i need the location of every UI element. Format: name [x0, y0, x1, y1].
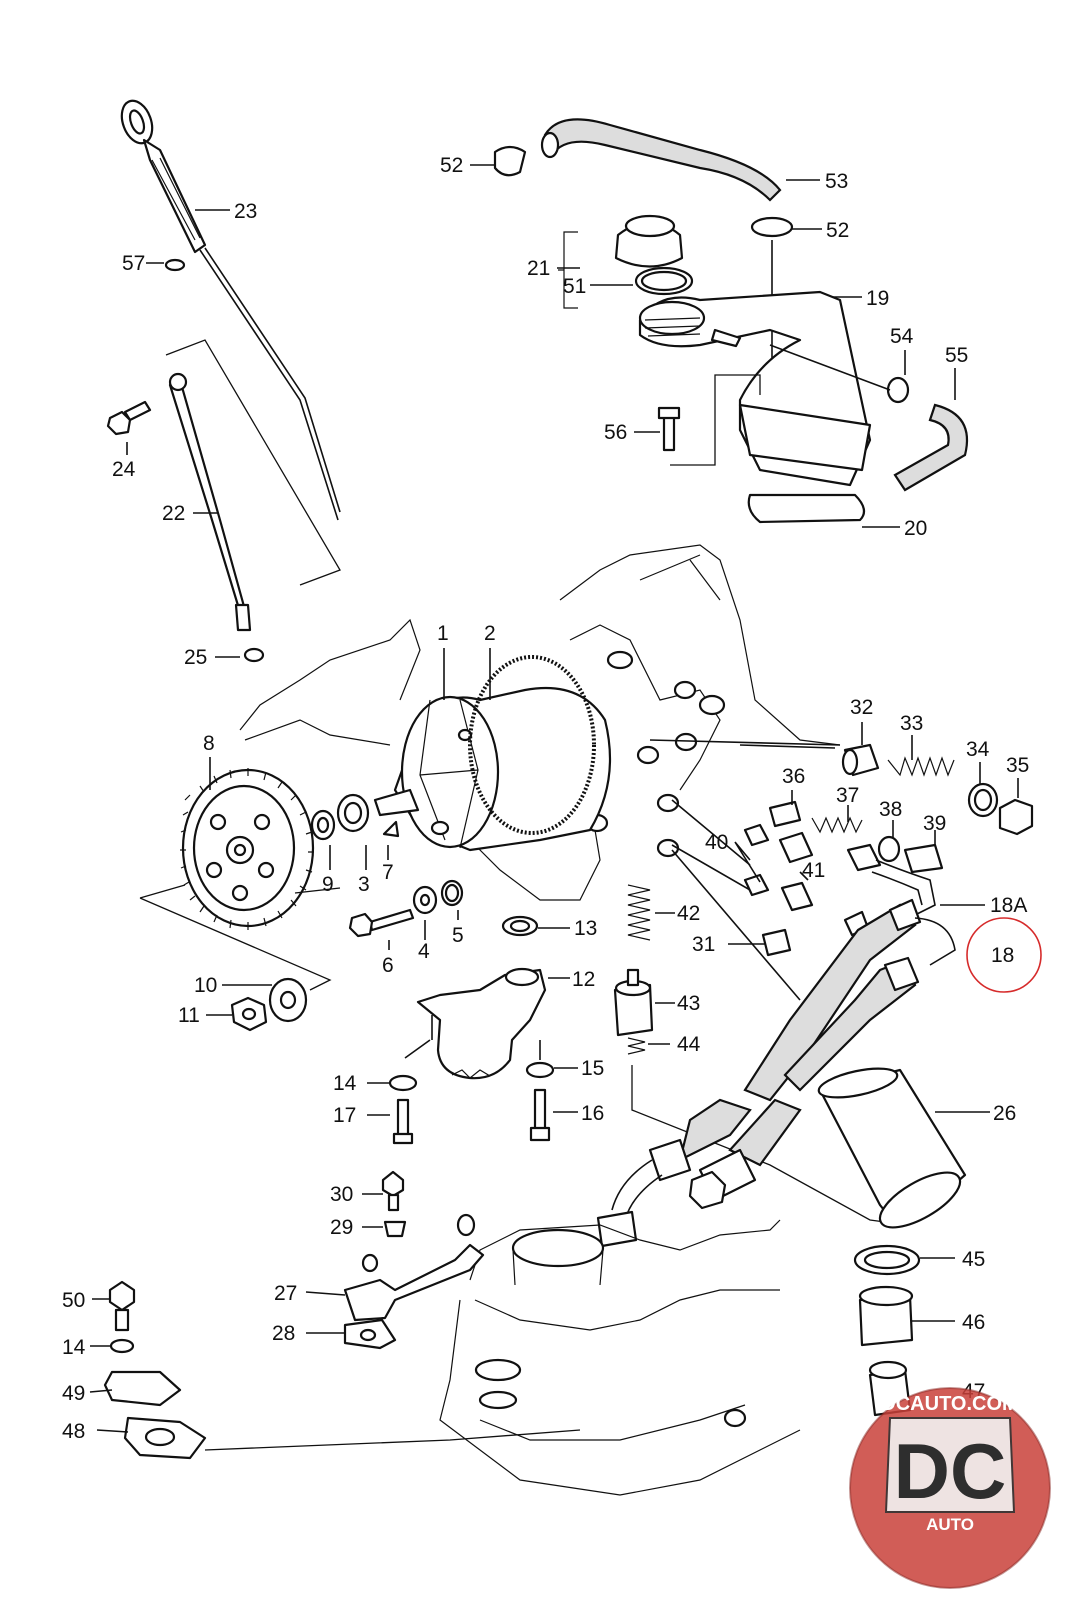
part-label-28[interactable]: 28 [272, 1322, 295, 1345]
part-label-20[interactable]: 20 [904, 517, 927, 540]
watermark-site: DCAUTO.COM [881, 1393, 1018, 1415]
part-label-1[interactable]: 1 [437, 622, 449, 645]
part-label-53[interactable]: 53 [825, 170, 848, 193]
part-label-13[interactable]: 13 [574, 917, 597, 940]
part-label-22[interactable]: 22 [162, 502, 185, 525]
watermark-sub: AUTO [926, 1515, 974, 1534]
part-label-38[interactable]: 38 [879, 798, 902, 821]
part-label-39[interactable]: 39 [923, 812, 946, 835]
part-label-8[interactable]: 8 [203, 732, 215, 755]
part-label-9[interactable]: 9 [322, 873, 334, 896]
watermark-logo: DC [894, 1427, 1007, 1515]
part-label-52-right[interactable]: 52 [826, 219, 849, 242]
oil-filler-assembly [493, 118, 969, 524]
part-label-41[interactable]: 41 [802, 859, 825, 882]
oil-pump-assembly [139, 655, 612, 1032]
part-label-29[interactable]: 29 [330, 1216, 353, 1239]
part-label-3[interactable]: 3 [358, 873, 370, 896]
part-label-34[interactable]: 34 [966, 738, 990, 761]
pressure-relief-valves [613, 743, 1034, 1223]
part-label-45[interactable]: 45 [962, 1248, 985, 1271]
part-label-14-mid[interactable]: 14 [333, 1072, 357, 1095]
part-label-48[interactable]: 48 [62, 1420, 85, 1443]
part-label-6[interactable]: 6 [382, 954, 394, 977]
part-label-7[interactable]: 7 [382, 861, 394, 884]
part-label-50[interactable]: 50 [62, 1289, 85, 1312]
part-label-11[interactable]: 11 [178, 1004, 200, 1027]
part-label-31[interactable]: 31 [692, 933, 715, 956]
part-label-27[interactable]: 27 [274, 1282, 297, 1305]
part-label-19[interactable]: 19 [866, 287, 889, 310]
part-label-25[interactable]: 25 [184, 646, 207, 669]
dipstick-assembly [106, 99, 341, 663]
part-label-57[interactable]: 57 [122, 252, 145, 275]
part-label-30[interactable]: 30 [330, 1183, 353, 1206]
part-label-2[interactable]: 2 [484, 622, 496, 645]
part-label-44[interactable]: 44 [677, 1033, 701, 1056]
part-label-32[interactable]: 32 [850, 696, 873, 719]
part-label-16[interactable]: 16 [581, 1102, 604, 1125]
part-label-10[interactable]: 10 [194, 974, 217, 997]
part-label-14-lower[interactable]: 14 [62, 1336, 86, 1359]
lower-assembly [103, 1170, 921, 1496]
part-label-17[interactable]: 17 [333, 1104, 356, 1127]
part-label-35[interactable]: 35 [1006, 754, 1029, 777]
part-label-4[interactable]: 4 [418, 940, 430, 963]
part-label-49[interactable]: 49 [62, 1382, 85, 1405]
part-label-56[interactable]: 56 [604, 421, 627, 444]
part-label-33[interactable]: 33 [900, 712, 923, 735]
part-label-18[interactable]: 18 [991, 944, 1014, 967]
part-label-24[interactable]: 24 [112, 458, 136, 481]
part-label-43[interactable]: 43 [677, 992, 700, 1015]
part-label-26[interactable]: 26 [993, 1102, 1016, 1125]
part-label-55[interactable]: 55 [945, 344, 968, 367]
part-label-46[interactable]: 46 [962, 1311, 985, 1334]
oil-pickup-assembly [388, 915, 555, 1145]
part-label-21[interactable]: 21 [527, 257, 550, 280]
leader-lines [89, 164, 1019, 1433]
part-label-12[interactable]: 12 [572, 968, 595, 991]
part-label-18A[interactable]: 18A [990, 894, 1027, 917]
oil-lines [596, 843, 967, 1248]
part-label-37[interactable]: 37 [836, 784, 859, 807]
part-label-54[interactable]: 54 [890, 325, 914, 348]
part-labels: 23 57 24 22 25 52 53 52 21 51 19 54 55 5… [62, 154, 1029, 1443]
part-label-5[interactable]: 5 [452, 924, 464, 947]
part-label-36[interactable]: 36 [782, 765, 805, 788]
part-label-52-top[interactable]: 52 [440, 154, 463, 177]
part-label-40[interactable]: 40 [705, 831, 728, 854]
part-label-51[interactable]: 51 [563, 275, 586, 298]
dcauto-watermark: DCAUTO.COM DC AUTO [849, 1387, 1051, 1589]
highlight-circle [966, 917, 1042, 993]
part-label-15[interactable]: 15 [581, 1057, 604, 1080]
part-label-23[interactable]: 23 [234, 200, 257, 223]
part-label-42[interactable]: 42 [677, 902, 700, 925]
